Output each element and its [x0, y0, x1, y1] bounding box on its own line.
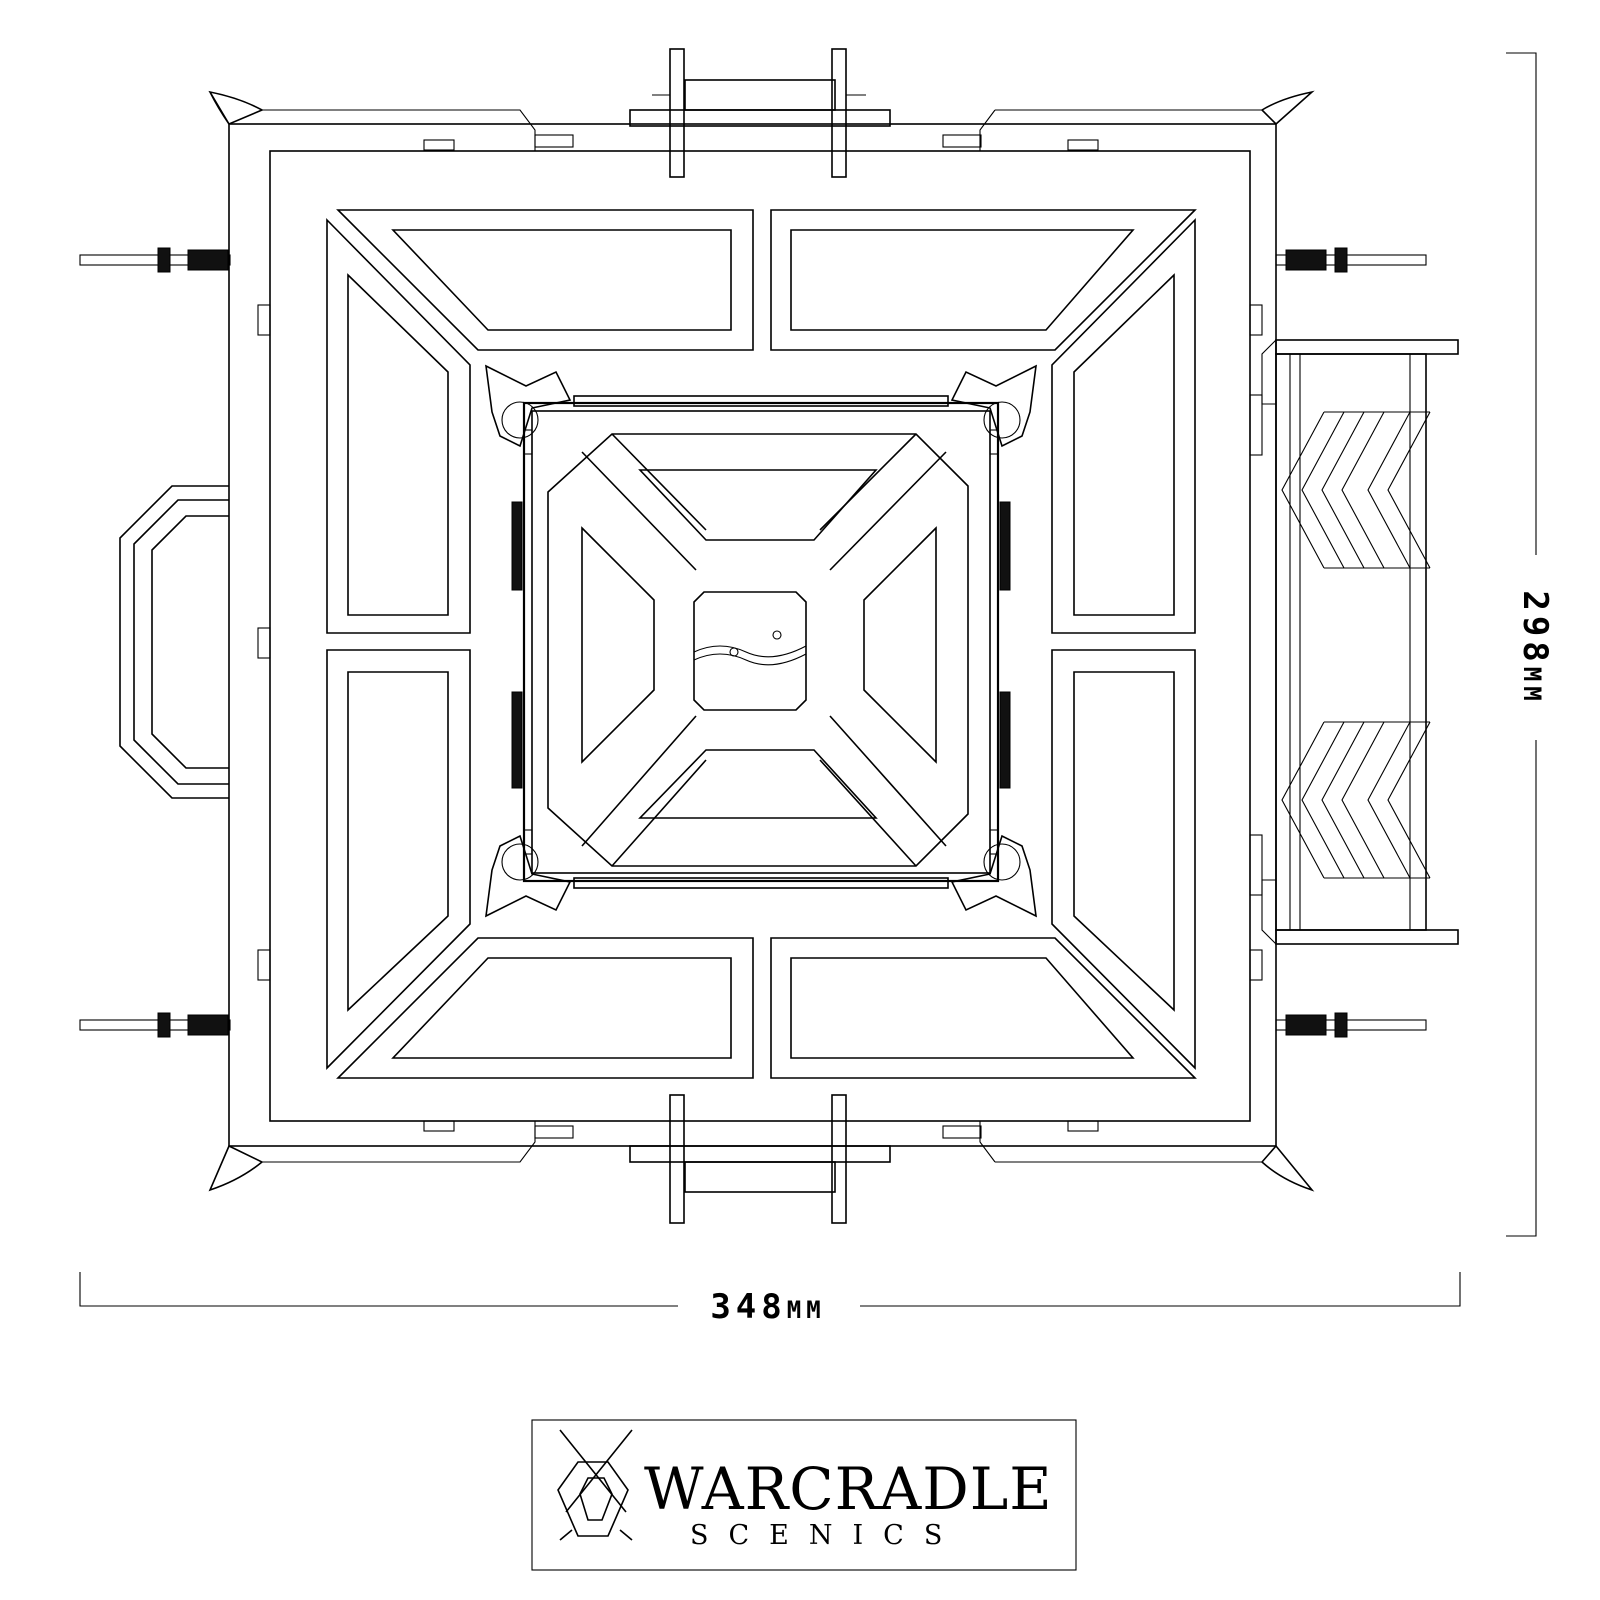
sword-shield-icon — [557, 1429, 633, 1541]
wall-slabs — [262, 109, 1262, 1163]
brand-logo: WARCRADLE SCENICS — [531, 1419, 1077, 1571]
gear-ornaments — [485, 364, 1037, 918]
left-handle — [119, 304, 271, 981]
svg-text:WARCRADLE: WARCRADLE — [644, 1455, 1053, 1523]
side-pins — [79, 247, 1427, 1038]
floor-panels — [326, 209, 1197, 1079]
bottom-gate — [629, 1094, 891, 1224]
width-label: 348MM — [710, 1287, 825, 1327]
svg-text:SCENICS: SCENICS — [690, 1520, 962, 1551]
central-tower — [511, 395, 1011, 889]
height-label: 298MM — [1515, 590, 1555, 705]
top-gate — [629, 48, 891, 178]
corner-spikes — [208, 90, 1315, 1192]
width-dimension: 348MM — [79, 1272, 1461, 1327]
right-ramp — [1249, 304, 1459, 981]
height-dimension: 298MM — [1506, 52, 1555, 1237]
